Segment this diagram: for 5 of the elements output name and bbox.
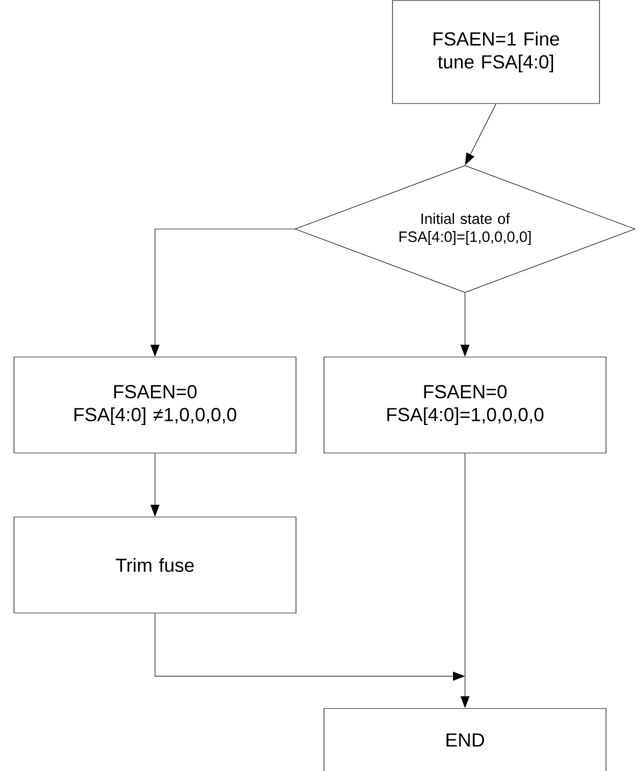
process-box: FSAEN=1 Fine tune FSA[4:0] xyxy=(392,0,600,104)
process-box: FSAEN=0 FSA[4:0] ≠1,0,0,0,0 xyxy=(14,356,296,454)
process-box: END xyxy=(324,708,606,771)
process-box: FSAEN=0 FSA[4:0]=1,0,0,0,0 xyxy=(324,356,606,454)
process-box: Trim fuse xyxy=(14,516,296,614)
